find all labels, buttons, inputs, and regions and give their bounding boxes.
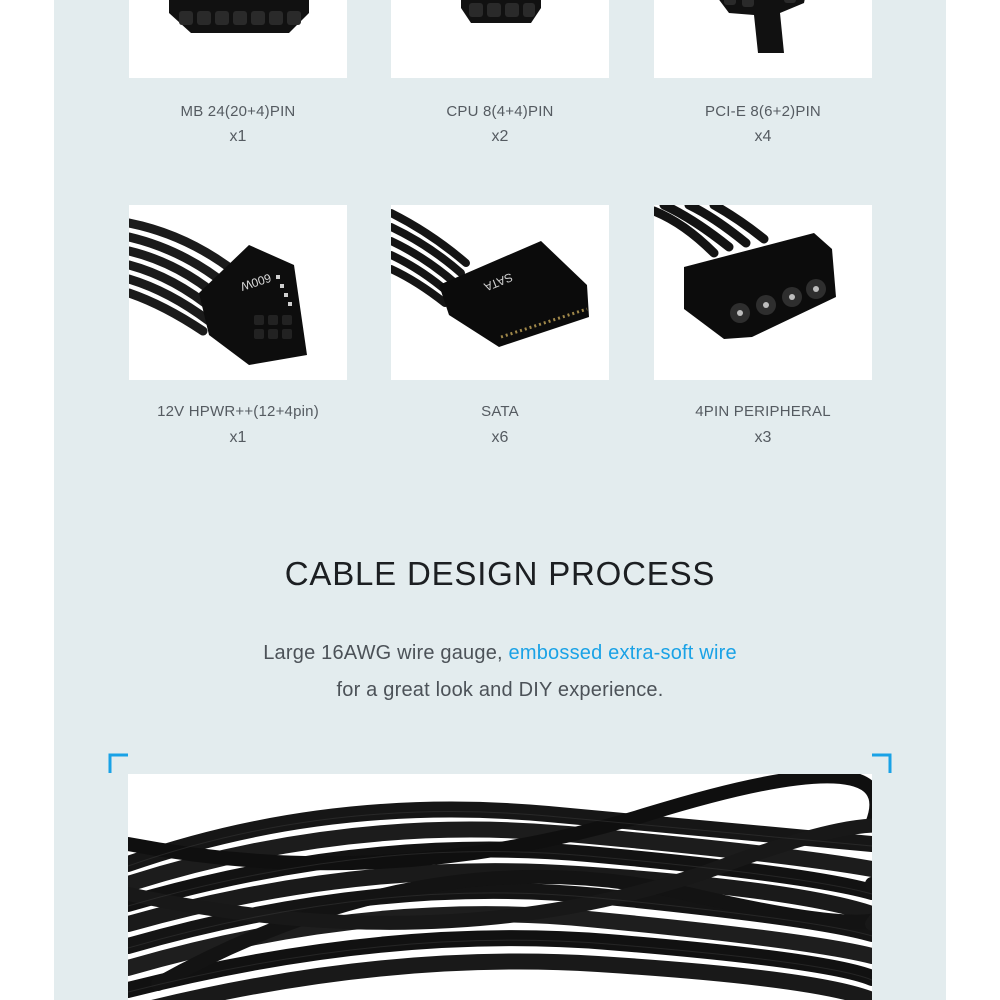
section-title: CABLE DESIGN PROCESS — [284, 555, 716, 592]
connector-qty-4pin: x3 — [754, 429, 772, 446]
connector-image-mb24 — [129, 0, 347, 78]
connector-label-pcie8: PCI-E 8(6+2)PIN — [705, 103, 821, 120]
description-highlight: embossed extra-soft wire — [508, 642, 737, 664]
connector-label-12vhpwr: 12V HPWR++(12+4pin) — [157, 403, 319, 420]
connector-qty-cpu8: x2 — [491, 128, 509, 145]
connector-image-12vhpwr: 600W — [129, 205, 347, 380]
connector-label-mb24: MB 24(20+4)PIN — [180, 103, 296, 120]
connector-image-sata: SATA — [391, 205, 609, 380]
connector-qty-pcie8: x4 — [754, 128, 772, 145]
connector-image-pcie8 — [654, 0, 872, 78]
connector-image-4pin — [654, 205, 872, 380]
description-text: Large 16AWG wire gauge, — [263, 642, 509, 664]
cable-photo — [128, 774, 872, 1000]
connector-image-cpu8 — [391, 0, 609, 78]
connector-label-cpu8: CPU 8(4+4)PIN — [446, 103, 554, 120]
connector-qty-sata: x6 — [491, 429, 509, 446]
section-description-line1: Large 16AWG wire gauge, embossed extra-s… — [0, 642, 1000, 665]
corner-bracket-left-icon — [108, 753, 128, 773]
connector-qty-12vhpwr: x1 — [229, 429, 247, 446]
connector-label-sata: SATA — [481, 403, 519, 420]
corner-bracket-right-icon — [872, 753, 892, 773]
connector-qty-mb24: x1 — [229, 128, 247, 145]
connector-label-4pin: 4PIN PERIPHERAL — [695, 403, 831, 420]
section-description-line2: for a great look and DIY experience. — [336, 679, 664, 701]
